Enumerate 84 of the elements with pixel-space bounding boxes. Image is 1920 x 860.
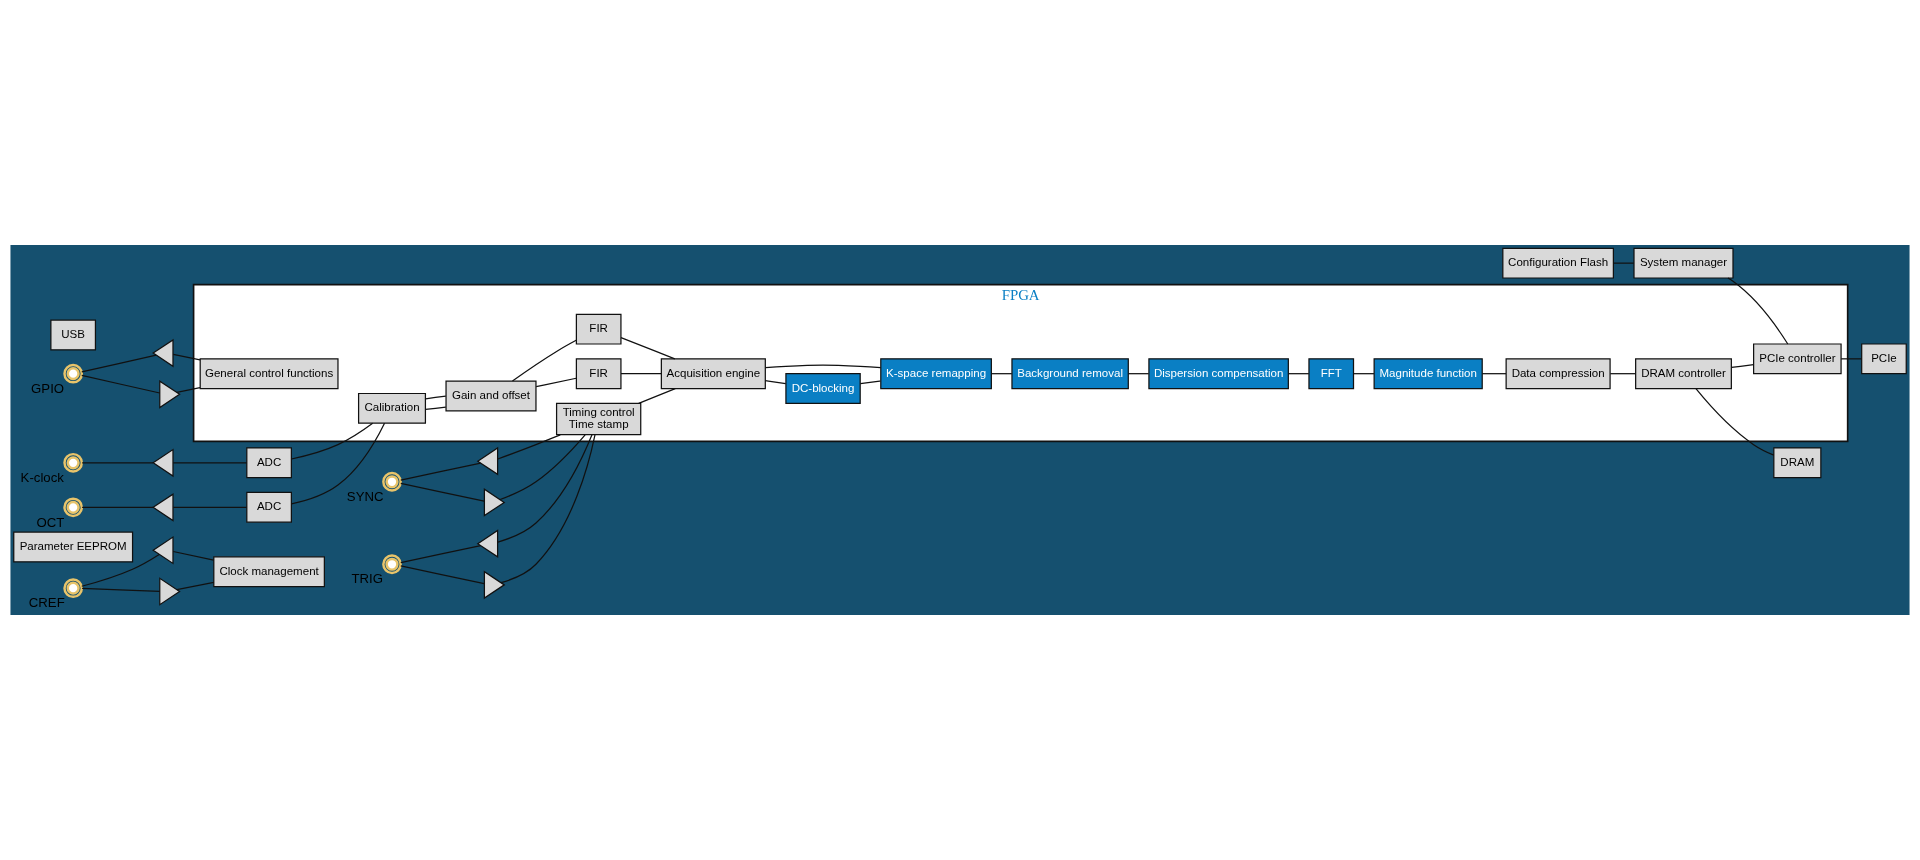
- connector: [81, 354, 157, 373]
- node-box: ADC: [246, 447, 292, 479]
- connector: [620, 337, 676, 360]
- connector: [290, 422, 374, 460]
- connector: [400, 545, 482, 564]
- connector: [81, 587, 161, 592]
- connector: [1612, 262, 1635, 264]
- node-triangle: [152, 448, 174, 478]
- connector: [172, 353, 201, 361]
- connector: [1695, 388, 1775, 456]
- node-box: FIR: [575, 313, 622, 345]
- node-box: Clock management: [213, 556, 325, 588]
- node-box: Calibration: [358, 392, 427, 424]
- node-triangle: [476, 529, 499, 558]
- connector: [176, 581, 215, 591]
- connector: [172, 550, 215, 561]
- connector: [859, 380, 882, 385]
- connector: [764, 364, 882, 369]
- node-triangle: [152, 493, 174, 522]
- connector: [81, 553, 160, 587]
- node-box: ADC: [246, 491, 292, 523]
- connector: [499, 434, 586, 501]
- node-box: FFT: [1308, 358, 1355, 390]
- node-label: SYNC: [346, 488, 384, 504]
- connector: [1727, 277, 1789, 345]
- connector: [424, 406, 447, 411]
- connector: [1353, 373, 1375, 375]
- node-box: DRAM controller: [1635, 358, 1732, 390]
- connector: [1840, 358, 1863, 360]
- node-box: Background removal: [1011, 358, 1129, 390]
- node-box: DRAM: [1773, 447, 1822, 479]
- node-label: GPIO: [31, 380, 65, 396]
- connector: [1287, 373, 1310, 375]
- connector: [511, 339, 577, 382]
- connector: [497, 434, 561, 460]
- connector: [497, 434, 593, 543]
- connector: [638, 388, 676, 404]
- node-triangle: [152, 535, 174, 565]
- node-box: Magnitude function: [1373, 358, 1483, 390]
- node-box: Data compression: [1505, 358, 1611, 390]
- connector: [400, 565, 485, 585]
- node-box: USB: [50, 319, 97, 351]
- connector: [990, 373, 1013, 375]
- node-label: OCT: [36, 514, 65, 530]
- node-label: TRIG: [351, 571, 384, 587]
- node-box: FIR: [575, 358, 622, 390]
- node-label: CREF: [28, 595, 65, 611]
- node-box: K-space remapping: [880, 358, 992, 390]
- node-triangle: [152, 338, 174, 368]
- node-box: Acquisition engine: [660, 358, 766, 390]
- connector: [1127, 373, 1150, 375]
- node-triangle: [483, 488, 506, 517]
- node-box: General control functions: [199, 358, 339, 390]
- node-triangle: [159, 379, 181, 409]
- node-box: Timing control Time stamp: [555, 402, 642, 436]
- node-box: PCIe controller: [1753, 343, 1842, 375]
- connector: [1730, 363, 1755, 369]
- connector: [764, 380, 787, 385]
- node-box: Gain and offset: [445, 380, 537, 412]
- connector: [81, 462, 154, 464]
- connector: [400, 462, 482, 481]
- node-box: System manager: [1633, 247, 1734, 279]
- connector: [81, 374, 161, 394]
- node-box: Configuration Flash: [1502, 247, 1614, 279]
- connector: [1609, 373, 1637, 375]
- connector: [424, 395, 447, 400]
- connector: [535, 377, 577, 388]
- connector: [400, 482, 485, 502]
- connector: [81, 506, 154, 508]
- connector: [172, 462, 248, 464]
- node-triangle: [476, 446, 499, 476]
- node-box: Parameter EEPROM: [13, 531, 134, 563]
- node-triangle: [483, 570, 506, 600]
- connector: [500, 434, 596, 584]
- connector: [172, 506, 248, 508]
- node-box: DC-blocking: [785, 373, 861, 404]
- connector: [1481, 373, 1507, 375]
- connector: [620, 373, 662, 375]
- node-box: Dispersion compensation: [1148, 358, 1289, 390]
- node-label: K-clock: [20, 470, 64, 486]
- node-triangle: [159, 577, 181, 606]
- connector: [176, 387, 201, 393]
- connector: [290, 422, 386, 505]
- node-box: PCIe: [1861, 343, 1907, 375]
